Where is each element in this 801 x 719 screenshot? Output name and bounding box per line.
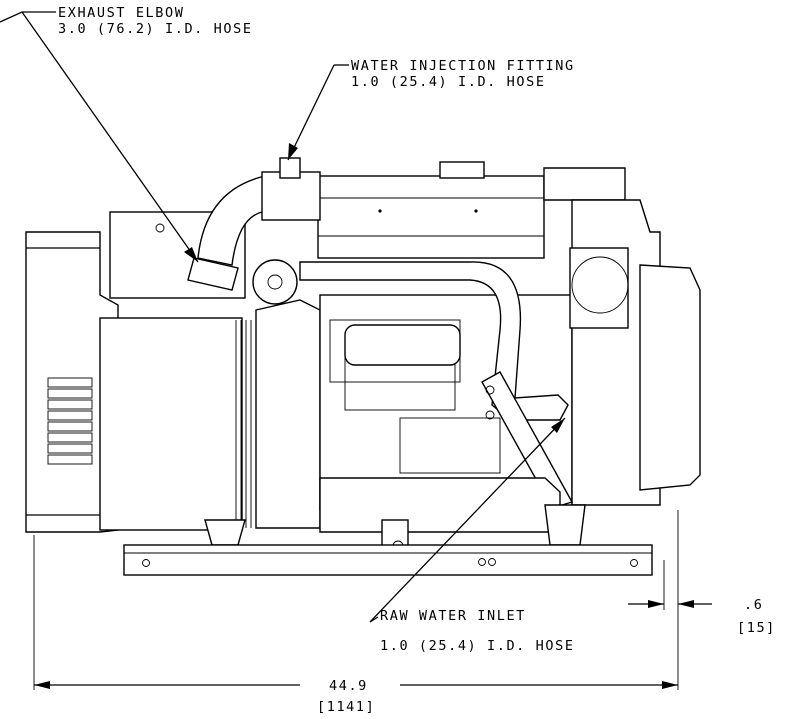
flywheel-housing [255, 299, 321, 529]
exhaust-elbow-outlet [187, 257, 239, 291]
callout-raw-water-inlet: RAW WATER INLET 1.0 (25.4) I.D. HOSE [369, 417, 575, 654]
dimension-overall-length: 44.9 [1141] [33, 510, 679, 715]
raw-water-inlet-label: RAW WATER INLET [380, 608, 526, 624]
filler-cap [439, 161, 485, 179]
top-pipe [543, 167, 626, 201]
water-injection-fitting [279, 157, 301, 179]
belt-guard [639, 264, 701, 491]
alternator-vent-slots [47, 377, 93, 465]
base-rail [123, 544, 653, 576]
dimension-offset: .6 [15] [628, 560, 776, 636]
water-injection-hose-size: 1.0 (25.4) I.D. HOSE [351, 74, 546, 90]
rear-mount [204, 519, 246, 546]
exhaust-elbow-hose-size: 3.0 (76.2) I.D. HOSE [58, 21, 253, 37]
mixing-elbow [261, 171, 321, 221]
oil-pan [319, 477, 561, 533]
water-injection-label: WATER INJECTION FITTING [351, 58, 575, 74]
oil-filter [344, 324, 461, 366]
alternator-fins [235, 320, 257, 528]
alternator-body [99, 317, 243, 531]
offset-metric: [15] [737, 620, 776, 636]
control-box [569, 247, 629, 329]
generator-assembly [25, 157, 701, 555]
callout-exhaust-elbow: EXHAUST ELBOW 3.0 (76.2) I.D. HOSE [0, 5, 253, 263]
mount-bracket [481, 371, 574, 509]
raw-water-inlet-hose-size: 1.0 (25.4) I.D. HOSE [380, 638, 575, 654]
overall-length-metric: [1141] [317, 699, 375, 715]
front-mount [544, 504, 586, 546]
callout-water-injection: WATER INJECTION FITTING 1.0 (25.4) I.D. … [287, 58, 575, 161]
heat-exchanger [317, 175, 545, 259]
offset-value: .6 [744, 597, 763, 613]
circulation-pump [252, 259, 298, 305]
overall-length-value: 44.9 [329, 678, 368, 694]
exhaust-elbow-label: EXHAUST ELBOW [58, 5, 184, 21]
